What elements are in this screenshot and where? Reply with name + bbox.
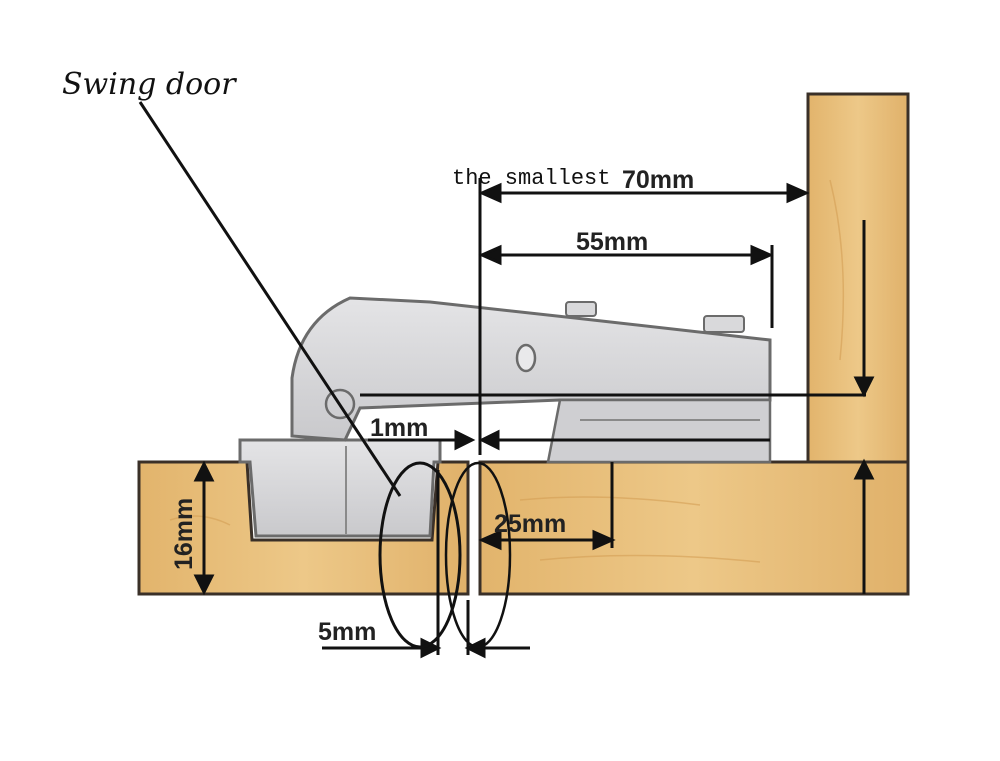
- side-dim-arrow-up: [853, 458, 875, 480]
- dimension-lines: [193, 178, 875, 659]
- dim-1-arrow-right: [454, 429, 476, 451]
- dim-25-arrow-right: [592, 529, 616, 551]
- side-panel: [806, 92, 910, 464]
- dim-1-label: 1mm: [370, 414, 428, 442]
- screw-head-2: [703, 315, 745, 333]
- dim-16-arrow-down: [193, 574, 215, 596]
- wood-grain: [169, 179, 845, 563]
- swing-door-label: Swing door: [62, 67, 237, 102]
- dim-16-arrow-up: [193, 460, 215, 482]
- screw-head-1: [565, 301, 597, 317]
- hinge: [238, 296, 772, 538]
- knuckle-circle: [324, 388, 356, 420]
- dim-70-arrow-left: [478, 182, 502, 204]
- dim-70-label: 70mm: [622, 166, 694, 194]
- mounting-plate: [546, 398, 772, 464]
- detail-ellipse-left: [378, 461, 462, 649]
- detail-ellipse-right: [444, 461, 512, 649]
- dim-1-arrow-left: [478, 429, 500, 451]
- smallest-label: the smallest: [452, 166, 610, 191]
- cabinet-panel: [478, 460, 910, 596]
- dim-55-label: 55mm: [576, 228, 648, 256]
- side-dim-arrow-down: [853, 376, 875, 398]
- dim-25-arrow-left: [478, 529, 502, 551]
- swing-door-leader: [138, 101, 402, 497]
- dim-55-arrow-left: [478, 244, 502, 266]
- dim-25-label: 25mm: [494, 510, 566, 538]
- dim-70-arrow-right: [786, 182, 810, 204]
- pivot-hole: [515, 343, 537, 373]
- dim-5-label: 5mm: [318, 618, 376, 646]
- dim-55-arrow-right: [750, 244, 774, 266]
- dim-16-label: 16mm: [170, 498, 198, 570]
- hinge-cup: [238, 438, 442, 538]
- wood-panels: [137, 92, 910, 596]
